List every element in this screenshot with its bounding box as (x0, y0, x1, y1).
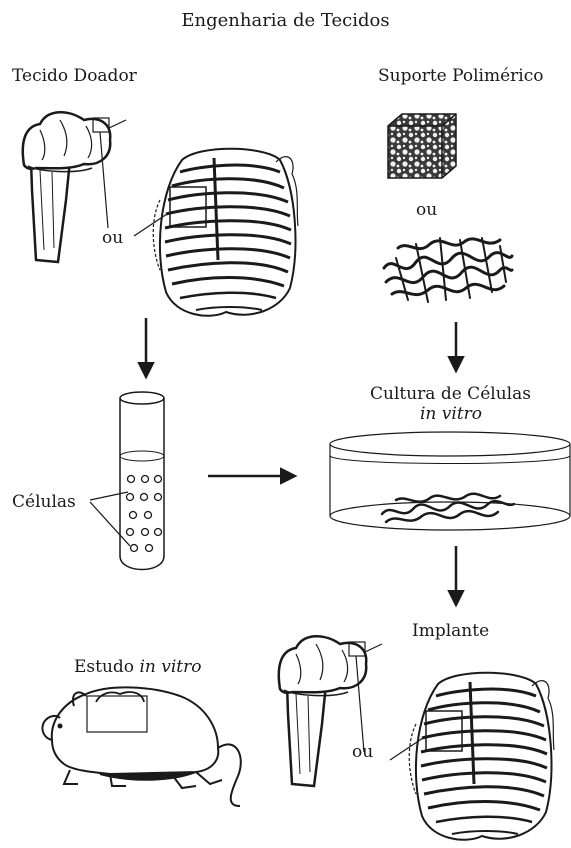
study-label: Estudo in vitro (74, 657, 201, 677)
ribcage-icon (153, 149, 298, 316)
culture-sub-label: in vitro (420, 404, 482, 424)
sponge-scaffold-icon (388, 114, 456, 178)
culture-label: Cultura de Células (370, 384, 531, 404)
cells-label: Células (12, 492, 76, 512)
or-label: ou (352, 742, 373, 762)
or-label: ou (416, 200, 437, 220)
study-sub-label: in vitro (139, 657, 201, 677)
petri-dish-icon (330, 432, 570, 530)
study-label-text: Estudo (74, 657, 134, 677)
ribcage-icon (409, 673, 554, 840)
or-label: ou (102, 228, 123, 248)
diagram-title: Engenharia de Tecidos (0, 10, 571, 31)
fiber-mesh-scaffold-icon (384, 238, 512, 302)
knee-joint-icon (279, 636, 366, 786)
knee-joint-icon (23, 112, 110, 262)
polymer-support-label: Suporte Polimérico (378, 66, 544, 86)
leader-line (90, 492, 130, 546)
cell-dots (127, 476, 162, 552)
rat-icon (42, 687, 240, 806)
implant-label: Implante (412, 621, 489, 641)
donor-tissue-label: Tecido Doador (12, 66, 137, 86)
